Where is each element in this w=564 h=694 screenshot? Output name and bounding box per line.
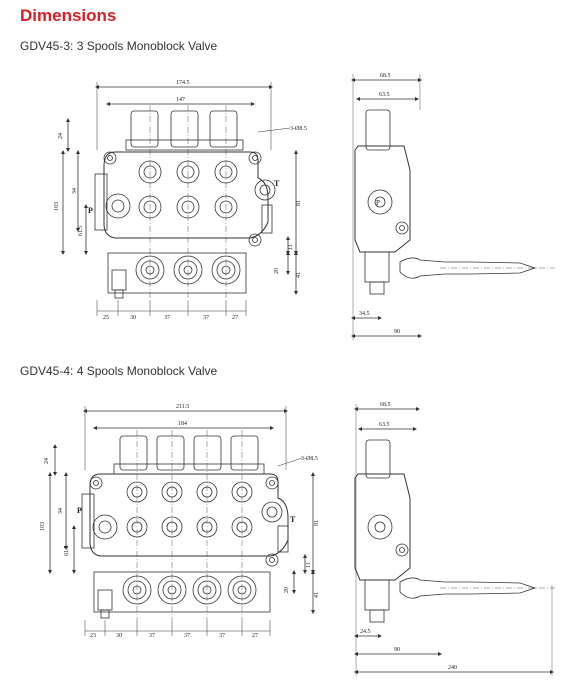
dim-bottom: 30 bbox=[130, 315, 136, 321]
dim-height-34: 34 bbox=[72, 188, 78, 194]
side-dim-top1: 68.5 bbox=[380, 73, 391, 79]
dim-bottom: 30 bbox=[116, 633, 122, 639]
section-caption-4-spool: GDV45-4: 4 Spools Monoblock Valve bbox=[20, 364, 218, 378]
side-dim-bottom3: 240 bbox=[448, 665, 457, 671]
dim-bottom: 37 bbox=[149, 633, 155, 639]
port-p-label: P bbox=[88, 206, 93, 215]
port-t-label: T bbox=[290, 515, 296, 524]
front-view-4-spool bbox=[48, 406, 315, 636]
dim-right-height: 81 bbox=[314, 520, 320, 526]
dim-top-height: 24 bbox=[58, 133, 64, 139]
dim-bottom: 27 bbox=[232, 315, 238, 321]
dim-inner-width: 184 bbox=[178, 421, 187, 427]
side-dim-bottom1: 24.5 bbox=[360, 629, 371, 635]
dim-bottom: 37 bbox=[219, 633, 225, 639]
front-view-3-spool-labels: 174.5 147 24 34 103 61.5 81 11 20 41 3-Ø… bbox=[54, 80, 307, 321]
side-view-3-spool-labels: 68.5 63.5 P 34.5 90 bbox=[359, 73, 400, 335]
dim-top-height: 24 bbox=[44, 458, 50, 464]
dim-bottom: 37 bbox=[203, 315, 209, 321]
port-t-label: T bbox=[274, 179, 280, 188]
dim-bottom: 27 bbox=[252, 633, 258, 639]
side-view-4-spool-labels: 68.5 63.5 24.5 90 240 bbox=[360, 402, 457, 671]
dim-bottom: 37 bbox=[164, 315, 170, 321]
dim-right-41: 41 bbox=[314, 592, 320, 598]
dim-holes: 3-Ø8.5 bbox=[290, 126, 307, 132]
dim-height-61: 61.5 bbox=[78, 226, 84, 237]
side-dim-top2: 63.5 bbox=[379, 92, 390, 98]
dim-height-34: 34 bbox=[58, 508, 64, 514]
dim-overall-width: 211.5 bbox=[176, 404, 189, 410]
section-caption-3-spool: GDV45-3: 3 Spools Monoblock Valve bbox=[20, 39, 218, 53]
side-view-3-spool bbox=[351, 74, 555, 340]
side-dim-bottom1: 34.5 bbox=[359, 311, 370, 317]
side-dim-top1: 68.5 bbox=[380, 402, 391, 408]
front-view-3-spool bbox=[61, 82, 298, 316]
port-p-label: P bbox=[77, 506, 82, 515]
dim-right-height: 81 bbox=[296, 200, 302, 206]
dim-overall-width: 174.5 bbox=[176, 80, 190, 86]
page-heading: Dimensions bbox=[20, 6, 117, 25]
side-dim-bottom2: 90 bbox=[394, 329, 400, 335]
dim-right-20: 20 bbox=[284, 587, 290, 593]
dim-overall-height: 103 bbox=[40, 522, 46, 531]
dim-right-20: 20 bbox=[274, 268, 280, 274]
dim-holes: 3-Ø8.5 bbox=[301, 456, 318, 462]
dim-right-11: 11 bbox=[288, 244, 294, 250]
side-dim-bottom2: 90 bbox=[394, 647, 400, 653]
side-view-4-spool bbox=[354, 404, 555, 676]
dim-right-41: 41 bbox=[296, 272, 302, 278]
side-dim-top2: 63.5 bbox=[379, 422, 390, 428]
dim-right-11: 11 bbox=[306, 562, 312, 568]
dim-height-61: 61.5 bbox=[64, 546, 70, 557]
dim-bottom: 37 bbox=[184, 633, 190, 639]
dim-overall-height: 103 bbox=[54, 202, 60, 211]
dim-bottom: 23 bbox=[90, 633, 96, 639]
dim-bottom: 25 bbox=[103, 315, 109, 321]
side-port-p: P bbox=[376, 199, 380, 207]
dim-inner-width: 147 bbox=[176, 97, 185, 103]
front-view-4-spool-labels: 211.5 184 24 34 103 61.5 81 11 20 41 3-Ø… bbox=[40, 404, 320, 639]
